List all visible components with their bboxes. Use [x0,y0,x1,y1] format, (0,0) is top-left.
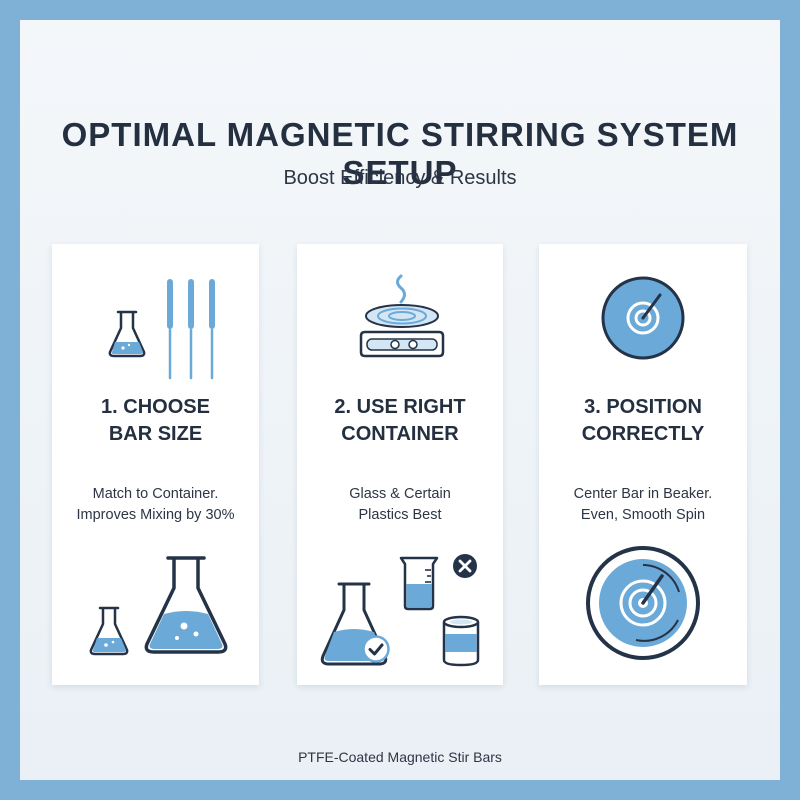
centered-stir-bar-icon [586,546,700,660]
cross-mark-icon [453,554,477,578]
card-choose-bar-size: 1. CHOOSE BAR SIZE Match to Container. I… [52,244,259,685]
target-icon [601,276,685,360]
large-flask-icon [144,556,228,654]
can-icon [442,615,480,667]
hotplate-stirrer-icon [359,274,445,358]
infographic-panel: OPTIMAL MAGNETIC STIRRING SYSTEM SETUP B… [20,20,780,780]
check-mark-icon [362,635,390,663]
measuring-beaker-icon [399,556,439,611]
flask-icon [108,310,146,358]
card-position-correctly: 3. POSITION CORRECTLY Center Bar in Beak… [539,244,747,685]
card-use-right-container: 2. USE RIGHT CONTAINER Glass & Certain P… [297,244,503,685]
card-description: Match to Container. Improves Mixing by 3… [76,486,235,523]
small-flask-icon [89,606,129,656]
footer-caption: PTFE-Coated Magnetic Stir Bars [298,749,502,765]
page-subtitle: Boost Efficiency & Results [283,167,517,189]
stir-bars-icon [167,279,215,380]
card-title: 3. POSITION CORRECTLY [581,396,705,445]
card-title: 2. USE RIGHT CONTAINER [334,396,466,445]
card-description: Glass & Certain Plastics Best [349,486,451,523]
card-title: 1. CHOOSE BAR SIZE [101,396,210,445]
card-description: Center Bar in Beaker. Even, Smooth Spin [573,486,713,523]
page-title: OPTIMAL MAGNETIC STIRRING SYSTEM SETUP [61,116,739,191]
